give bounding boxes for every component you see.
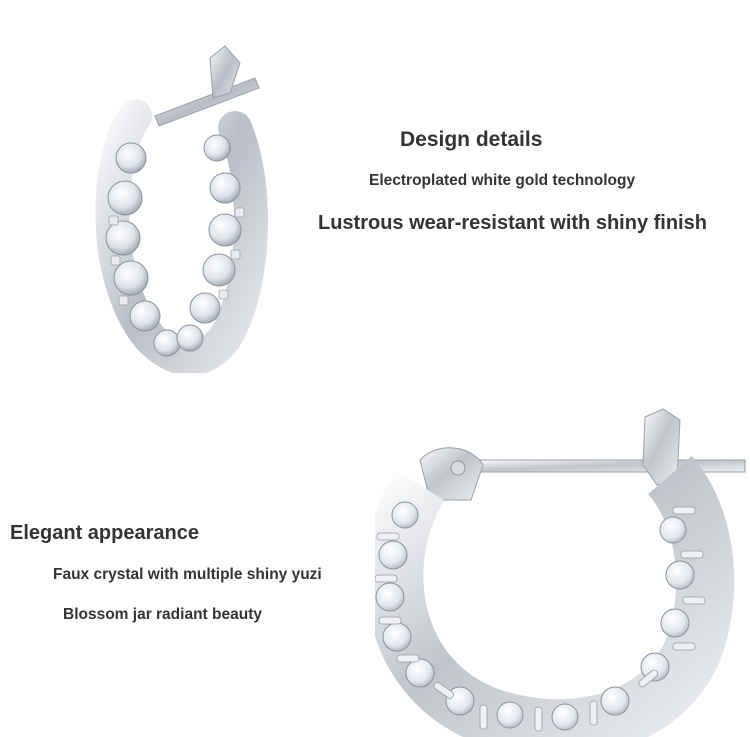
elegant-appearance-line1: Faux crystal with multiple shiny yuzi [53, 566, 322, 583]
earring-image-top [95, 45, 268, 373]
design-details-line1: Electroplated white gold technology [369, 172, 636, 189]
earring-image-closeup [375, 408, 746, 737]
elegant-appearance-title: Elegant appearance [10, 522, 199, 544]
elegant-appearance-line2: Blossom jar radiant beauty [63, 606, 262, 623]
design-details-line2: Lustrous wear-resistant with shiny finis… [318, 212, 707, 234]
design-details-title: Design details [400, 128, 543, 151]
